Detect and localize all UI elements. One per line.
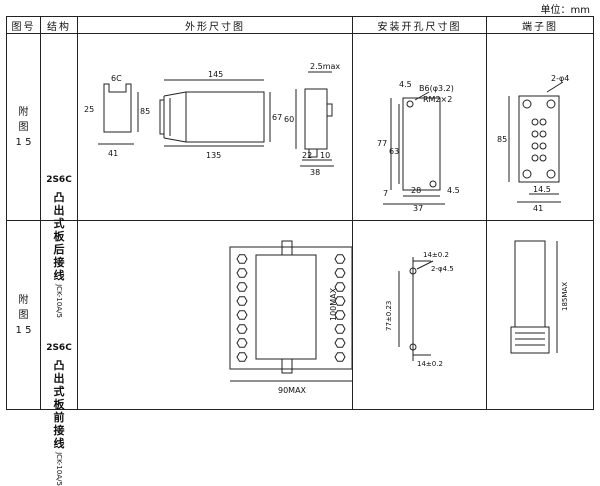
row-2-fig-char: 图 (18, 309, 29, 321)
terminal-hex (236, 324, 248, 334)
dim-100max: 100MAX (329, 287, 338, 321)
header-mounting: 安装开孔尺寸图 (352, 16, 487, 34)
terminal-hex (236, 268, 248, 278)
dim-41-terminal: 41 (533, 204, 543, 213)
row-2-code: 2S6C (46, 343, 72, 353)
structure-char: 式 (53, 385, 65, 398)
dim-77-tol: 77±0.23 (385, 301, 393, 331)
dim-10: 10 (320, 151, 330, 160)
row-1-fig-char: 附 (18, 106, 29, 118)
dim-67: 67 (272, 113, 282, 122)
terminal-drawing-1: 2-φ4 85 14.5 41 (497, 74, 569, 213)
structure-char: 出 (53, 372, 65, 385)
dim-25: 25 (84, 105, 94, 114)
dim-14-a: 14±0.2 (423, 251, 449, 259)
structure-char: 凸 (53, 191, 65, 204)
dim-22: 22 (302, 151, 312, 160)
dim-77: 77 (377, 139, 387, 148)
terminal-hex (334, 296, 346, 306)
dim-85: 85 (140, 107, 150, 116)
outline-drawing-2: 90MAX 100MAX (229, 240, 363, 395)
row-1-structure: 2S6C 凸 出 式 板 后 接 线 JCK-10A/5 (40, 33, 78, 318)
mounting-drawing-1: 4.5 B6(φ3.2) RM2×2 77 63 7 28 4.5 37 (377, 80, 460, 213)
structure-char: 凸 (53, 359, 65, 372)
dim-41: 41 (108, 149, 118, 158)
terminal-hex (334, 254, 346, 264)
dim-185max: 185MAX (561, 282, 569, 311)
structure-char: 出 (53, 204, 65, 217)
outline-drawing-1: 6C 25 85 41 145 135 67 2.5max 60 22 10 3… (84, 62, 340, 177)
dim-90max: 90MAX (278, 386, 307, 395)
unit-label: 单位：mm (540, 5, 590, 16)
row-1-terminal-cell: 2-φ4 85 14.5 41 (486, 33, 594, 221)
terminal-hex (236, 310, 248, 320)
terminal-hex (334, 352, 346, 362)
row-2-outline-cell: 90MAX 100MAX (77, 220, 363, 410)
row-2-fig: 附 图 1 5 (6, 220, 41, 410)
dim-4-5: 4.5 (399, 80, 412, 89)
header-fig-no: 图号 (6, 16, 41, 34)
row-2-fig-char: 附 (18, 294, 29, 306)
row-2: 附 图 1 5 2S6C 凸 出 式 板 前 接 线 JCK-10A/5 (6, 220, 594, 486)
structure-char: 接 (53, 424, 65, 437)
dim-7: 7 (383, 189, 388, 198)
row-1-outline-cell: 6C 25 85 41 145 135 67 2.5max 60 22 10 3… (77, 33, 353, 221)
header-structure: 结构 (40, 16, 78, 34)
row-2-fig-char: 1 5 (15, 324, 32, 336)
row-1-fig-char: 1 5 (15, 136, 32, 148)
dim-6c: 6C (111, 74, 122, 83)
terminal-hex (236, 352, 248, 362)
dim-135: 135 (206, 151, 221, 160)
dim-14-b: 14±0.2 (417, 360, 443, 368)
dim-4-5b: 4.5 (447, 186, 460, 195)
row-1-fig-char: 图 (18, 121, 29, 133)
terminal-drawing-2: 185MAX (510, 240, 569, 354)
row-1-code: 2S6C (46, 175, 72, 185)
row-1-mounting-cell: 4.5 B6(φ3.2) RM2×2 77 63 7 28 4.5 37 (352, 33, 487, 221)
terminal-hex (334, 338, 346, 348)
row-2-mounting-cell: 14±0.2 2-φ4.5 77±0.23 14±0.2 (352, 220, 487, 410)
row-2-model: JCK-10A/5 (55, 452, 63, 486)
dim-2-phi4-5: 2-φ4.5 (431, 265, 454, 273)
mounting-drawing-2: 14±0.2 2-φ4.5 77±0.23 14±0.2 (385, 251, 454, 368)
terminal-hex (236, 254, 248, 264)
header-outline: 外形尺寸图 (77, 16, 353, 34)
structure-char: 前 (53, 411, 65, 424)
structure-char: 线 (53, 437, 65, 450)
terminal-hex (334, 282, 346, 292)
dim-38: 38 (310, 168, 320, 177)
row-1: 附 图 1 5 2S6C 凸 出 式 板 后 接 线 JCK-10A/5 (6, 33, 594, 318)
terminal-hex (236, 296, 248, 306)
header-row: 图号 结构 外形尺寸图 安装开孔尺寸图 端子图 (6, 16, 594, 34)
terminal-hex (334, 268, 346, 278)
dim-63: 63 (389, 147, 399, 156)
terminal-hex (236, 282, 248, 292)
dim-2-5max: 2.5max (310, 62, 340, 71)
terminal-hex (334, 310, 346, 320)
header-terminal: 端子图 (486, 16, 594, 34)
terminal-hex (236, 338, 248, 348)
dim-2-phi4: 2-φ4 (551, 74, 569, 83)
dim-b6: B6(φ3.2) (419, 84, 454, 93)
dim-145: 145 (208, 70, 223, 79)
terminal-hex (334, 324, 346, 334)
row-2-terminal-cell: 185MAX (486, 220, 594, 410)
row-2-structure: 2S6C 凸 出 式 板 前 接 线 JCK-10A/5 (40, 220, 78, 486)
dim-28: 28 (411, 186, 421, 195)
row-1-fig: 附 图 1 5 (6, 33, 41, 221)
dim-60: 60 (284, 115, 294, 124)
drawing-table: 图号 结构 外形尺寸图 安装开孔尺寸图 端子图 附 图 1 5 2S6C 凸 出… (6, 16, 594, 486)
dim-14-5: 14.5 (533, 185, 551, 194)
dim-37: 37 (413, 204, 423, 213)
dim-85-terminal: 85 (497, 135, 507, 144)
dim-rm: RM2×2 (423, 95, 452, 104)
